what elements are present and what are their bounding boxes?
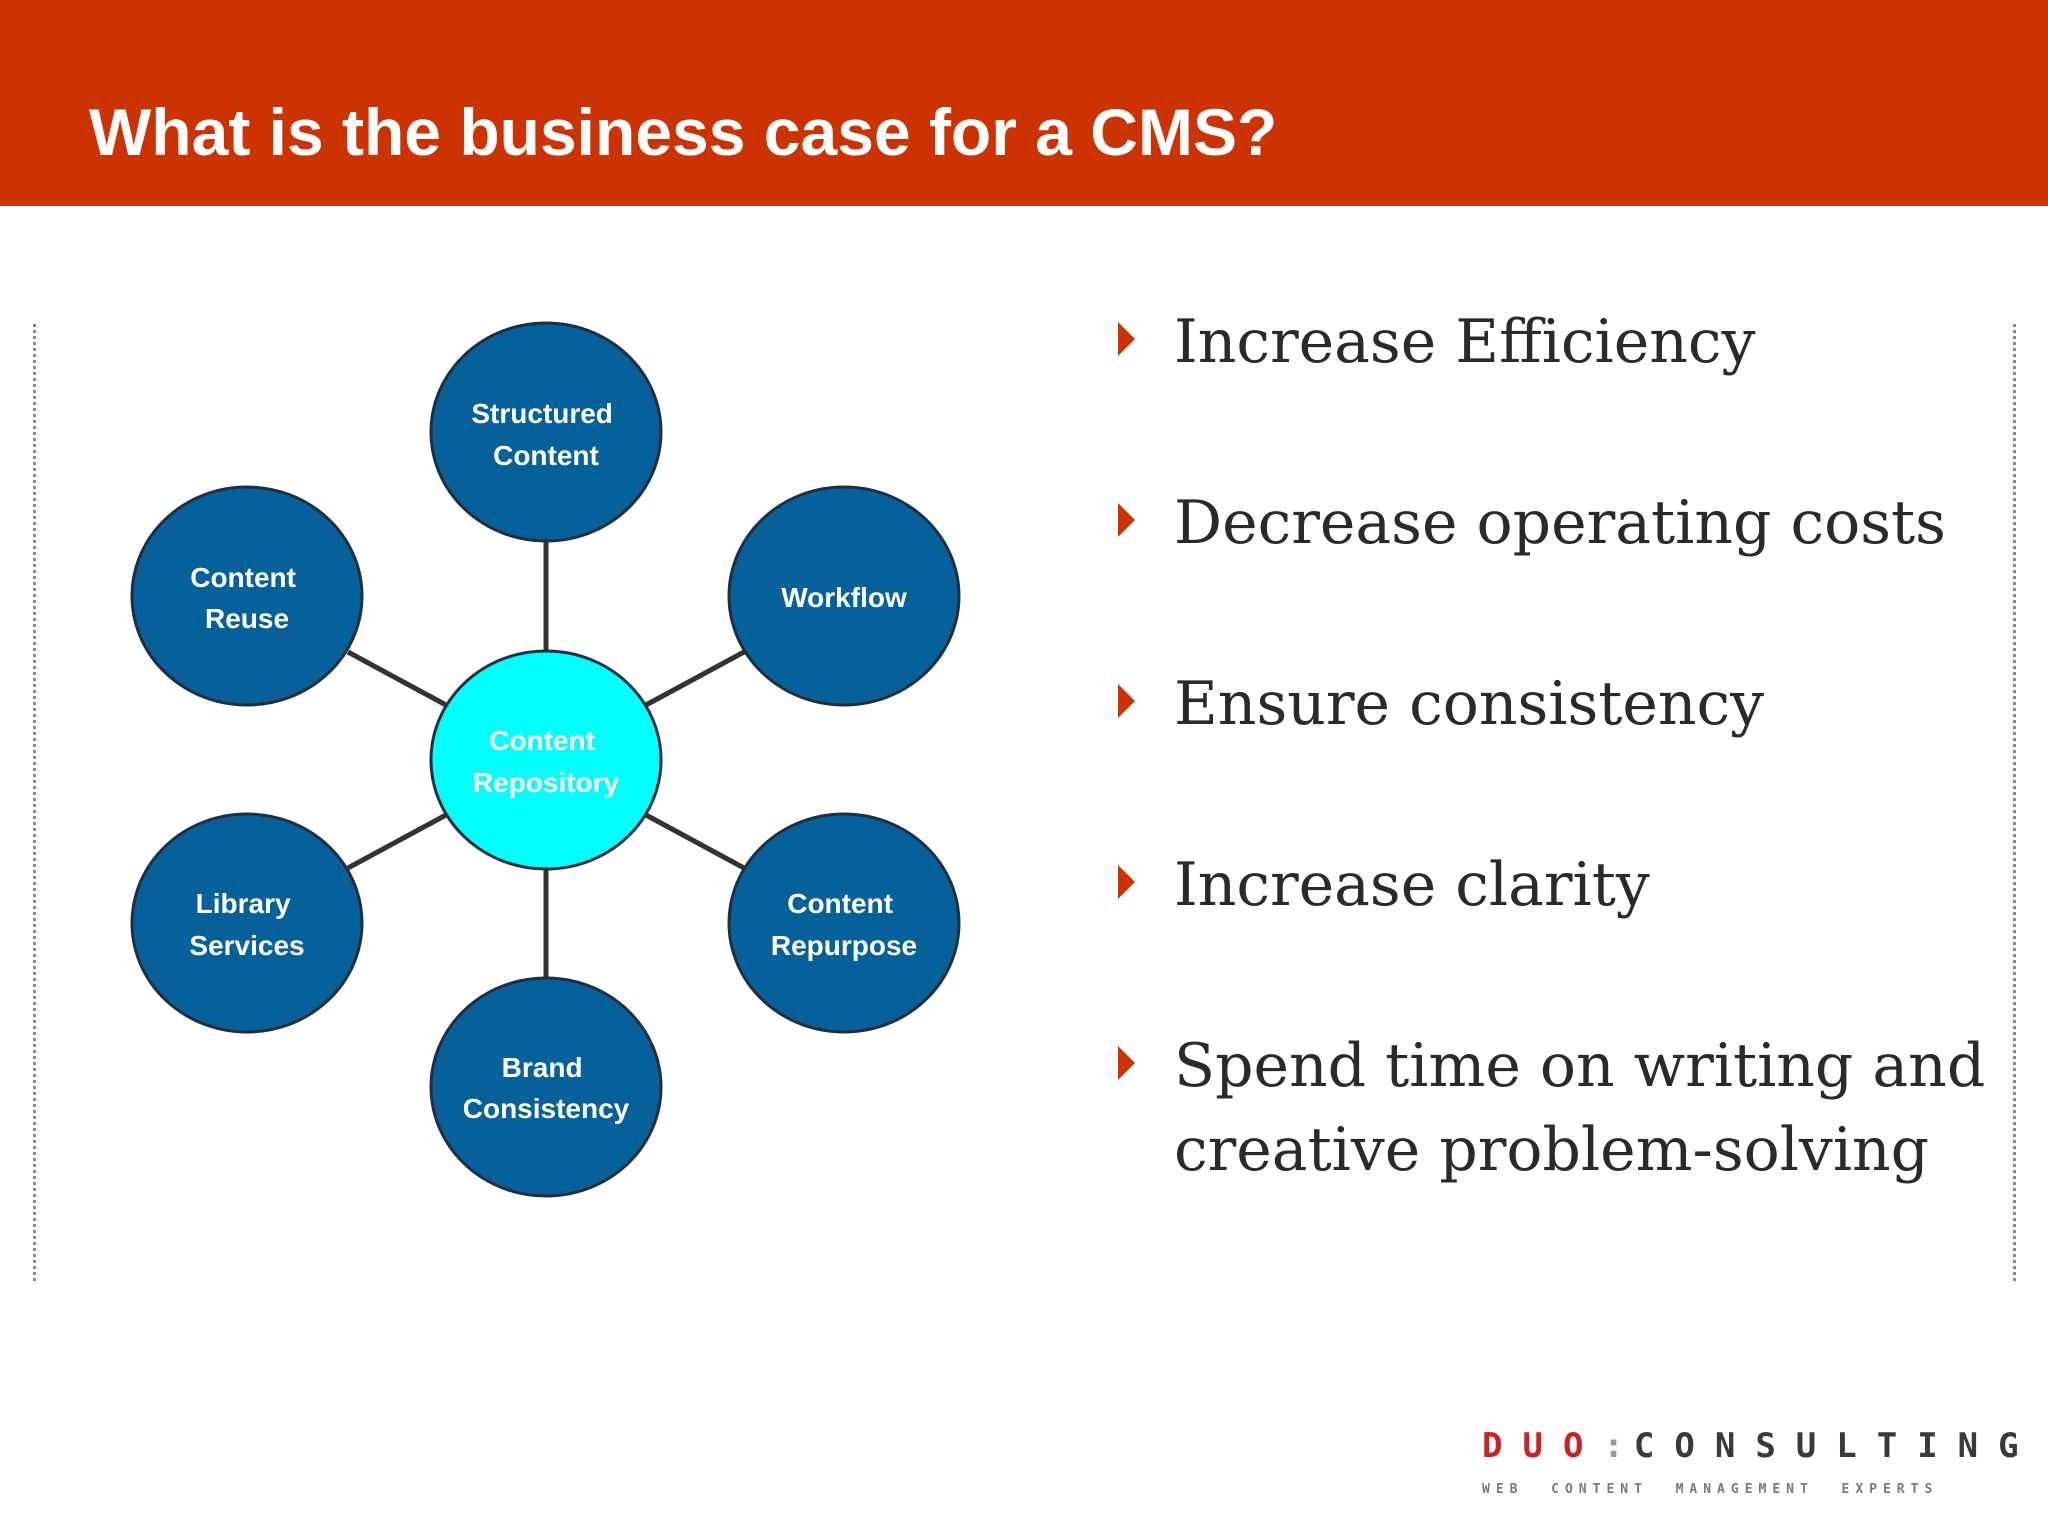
node-label: Content Reuse — [190, 562, 304, 634]
right-dotted-divider — [2013, 324, 2016, 1281]
spoke-workflow — [644, 649, 746, 708]
node-library-services: Library Services — [130, 812, 364, 1034]
hub-spoke-diagram: Structured Content Workflow Content Repu… — [130, 321, 961, 1198]
duo-consulting-logo: DUO:CONSULTING WEB CONTENT MANAGEMENT EX… — [1482, 1424, 2019, 1504]
logo-consulting: CONSULTING — [1633, 1426, 2039, 1466]
bullet-text: creative problem-solving — [1174, 1115, 1930, 1185]
bullet-text: Ensure consistency — [1174, 669, 1765, 739]
bullet-item: Spend time on writing and creative probl… — [1110, 1024, 1990, 1192]
bullet-text: Spend time on writing and — [1174, 1031, 1986, 1101]
bullet-item: Ensure consistency — [1110, 662, 1990, 746]
node-content-repurpose: Content Repurpose — [727, 812, 961, 1034]
bullet-arrow-icon — [1118, 684, 1135, 718]
bullet-arrow-icon — [1118, 503, 1135, 537]
bullet-item: Increase clarity — [1110, 843, 1990, 927]
node-label: Brand Consistency — [463, 1052, 630, 1124]
logo-separator: : — [1603, 1426, 1634, 1466]
logo-duo: DUO — [1482, 1426, 1604, 1466]
spoke-content-reuse — [346, 649, 448, 708]
node-workflow: Workflow — [727, 485, 961, 707]
node-content-reuse: Content Reuse — [130, 485, 364, 707]
bullet-item: Increase Efficiency — [1110, 300, 1990, 384]
left-dotted-divider — [33, 324, 36, 1281]
logo-tagline: WEB CONTENT MANAGEMENT EXPERTS — [1482, 1482, 1939, 1497]
bullet-arrow-icon — [1118, 322, 1135, 356]
bullet-arrow-icon — [1118, 865, 1135, 899]
node-label: Structured Content — [471, 398, 620, 471]
diagram-spokes — [346, 542, 746, 978]
bullet-text: Increase clarity — [1174, 850, 1650, 920]
bullet-arrow-icon — [1118, 1046, 1135, 1080]
header-bar: What is the business case for a CMS? — [0, 0, 2048, 206]
logo-wordmark: DUO:CONSULTING — [1482, 1424, 2039, 1468]
slide-title: What is the business case for a CMS? — [89, 95, 1278, 169]
bullet-item: Decrease operating costs — [1110, 481, 1990, 565]
node-label: Library Services — [189, 888, 304, 961]
node-label: Workflow — [781, 582, 907, 613]
spoke-content-repurpose — [644, 812, 746, 871]
spoke-library-services — [346, 812, 448, 871]
hub-label: Content Repository — [473, 725, 620, 798]
hub-content-repository: Content Repository — [429, 649, 663, 871]
node-structured-content: Structured Content — [429, 321, 663, 543]
bullet-text: Increase Efficiency — [1174, 307, 1756, 377]
bullet-text: Decrease operating costs — [1174, 488, 1946, 558]
node-brand-consistency: Brand Consistency — [429, 976, 663, 1198]
node-label: Content Repurpose — [771, 888, 917, 961]
